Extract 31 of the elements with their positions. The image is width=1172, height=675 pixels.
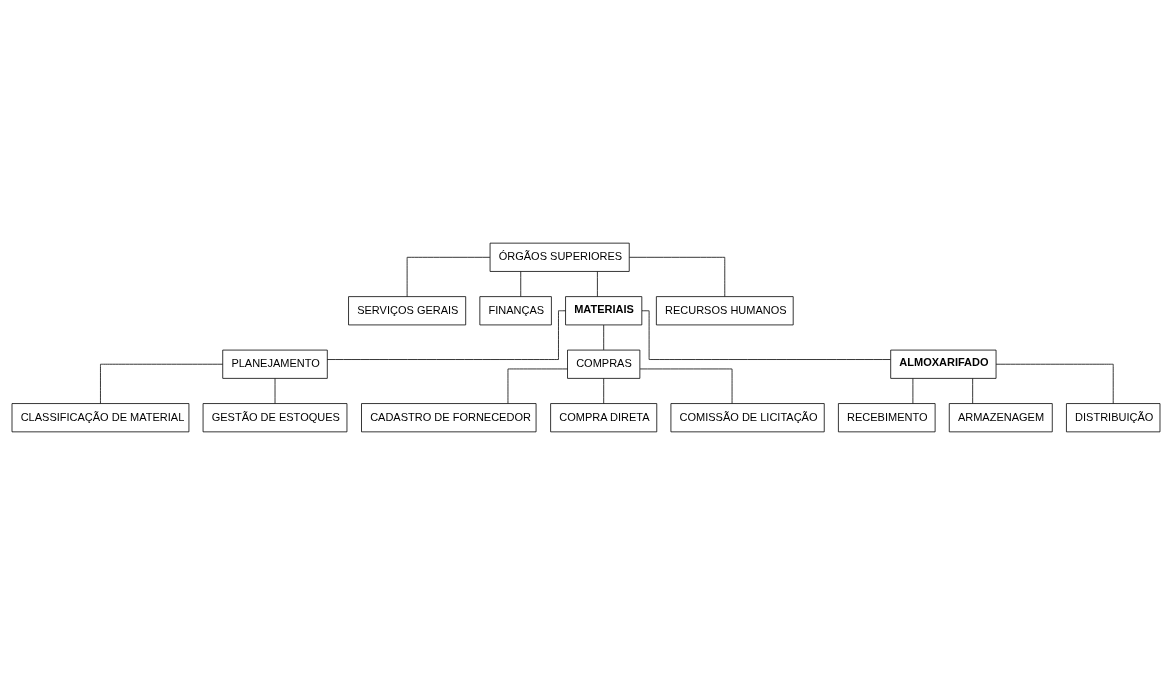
connector xyxy=(995,363,1114,404)
connector xyxy=(406,256,491,297)
connector xyxy=(603,378,605,404)
node-box: ALMOXARIFADO xyxy=(890,349,997,379)
node-box: GESTÃO DE ESTOQUES xyxy=(202,403,348,433)
node-box: SERVIÇOS GERAIS xyxy=(348,296,467,326)
node-box: PLANEJAMENTO xyxy=(222,349,328,379)
node-box: DISTRIBUIÇÃO xyxy=(1066,403,1161,433)
node-box: RECURSOS HUMANOS xyxy=(655,296,794,326)
connector xyxy=(326,310,566,360)
node-box: COMISSÃO DE LICITAÇÃO xyxy=(670,403,825,433)
node-box: ARMAZENAGEM xyxy=(948,403,1053,433)
node-box: CADASTRO DE FORNECEDOR xyxy=(361,403,537,433)
connector xyxy=(641,310,891,360)
connector xyxy=(597,271,598,297)
connector xyxy=(629,256,726,297)
node-box: CLASSIFICAÇÃO DE MATERIAL xyxy=(11,403,190,433)
node-box: COMPRAS xyxy=(567,349,641,379)
node-box: ÓRGÃOS SUPERIORES xyxy=(489,242,630,272)
connector xyxy=(507,368,568,404)
node-box: FINANÇAS xyxy=(479,296,552,326)
connector xyxy=(603,324,605,351)
node-box: RECEBIMENTO xyxy=(838,403,936,433)
node-box: COMPRA DIRETA xyxy=(550,403,658,433)
connector xyxy=(274,378,276,404)
node-box: MATERIAIS xyxy=(565,296,643,326)
connector xyxy=(100,363,224,404)
connector xyxy=(972,378,974,404)
connector xyxy=(639,368,733,404)
connector xyxy=(912,378,914,404)
connector xyxy=(520,271,522,297)
